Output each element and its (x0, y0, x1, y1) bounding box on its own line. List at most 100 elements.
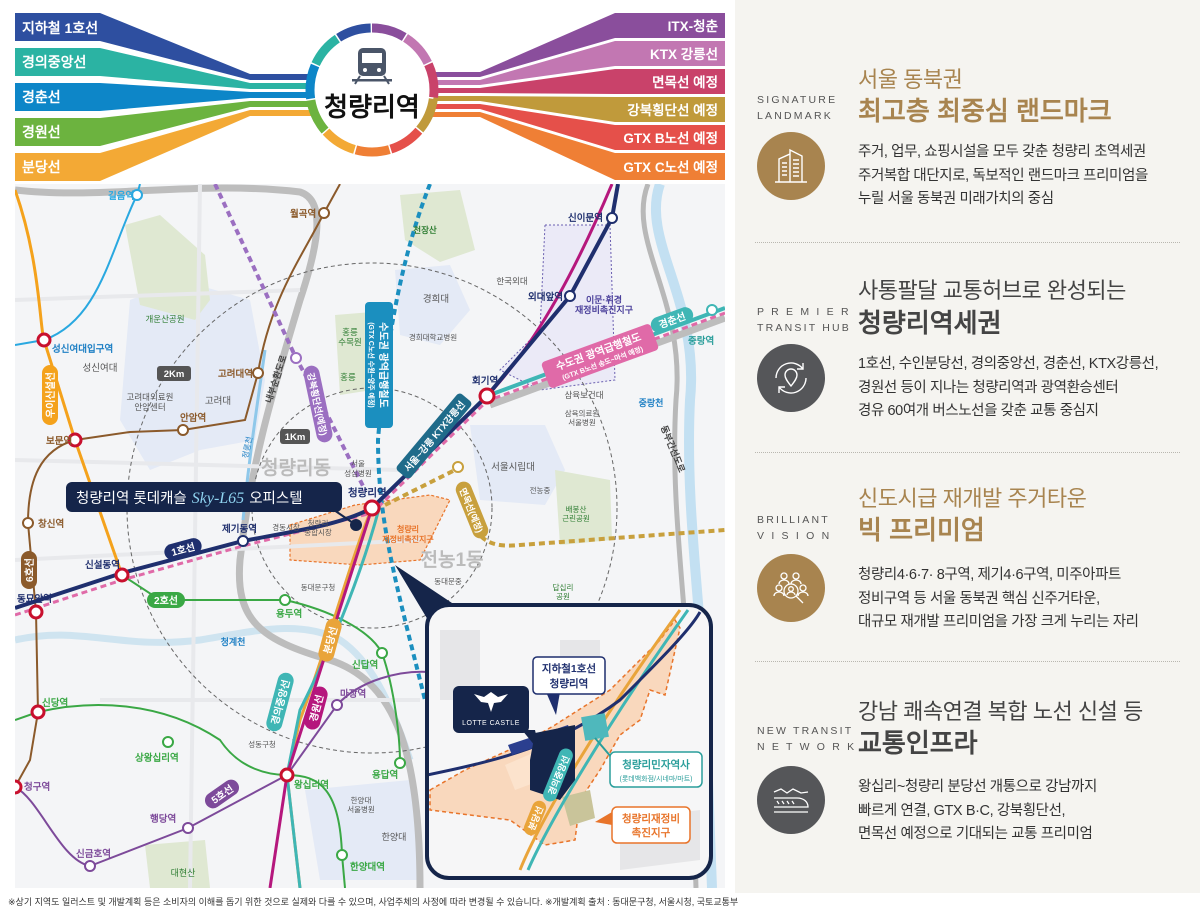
station-myeonmok[interactable] (452, 461, 464, 473)
eagle-icon (474, 692, 508, 712)
station-hufs[interactable] (564, 290, 576, 302)
ribbon-bundang (15, 110, 318, 181)
inset-redev-2: 촉진지구 (632, 826, 671, 839)
place-baebongsan-2: 근린공원 (562, 513, 590, 523)
station-cheongnyangni[interactable] (363, 499, 381, 517)
station-sindang[interactable] (30, 704, 46, 720)
place-cnr-redev-2: 재정비촉진지구 (382, 534, 434, 544)
feature-body-line: 빠르게 연결, GTX B·C, 강북횡단선, (858, 802, 1066, 819)
station-korea-univ[interactable] (252, 367, 264, 379)
feature-body-line: 1호선, 수인분당선, 경의중앙선, 경춘선, KTX강릉선, (858, 356, 1159, 372)
label-majang: 마장역 (340, 688, 366, 700)
line-bundang (285, 507, 374, 888)
label-gireum: 길음역 (108, 190, 134, 202)
divider (755, 242, 1180, 243)
place-seongsim-1: 서울 (351, 459, 365, 468)
station-sinseoldong[interactable] (114, 567, 130, 583)
label-sangwangsimni: 상왕십리역 (135, 752, 179, 764)
ribbon-gyeongui (15, 48, 318, 89)
place-jeonnong-ms: 전농중 (530, 485, 551, 495)
station-jungnang[interactable] (706, 304, 718, 316)
station-sindap[interactable] (376, 647, 388, 659)
disclaimer-footer: ※상기 지역도 일러스트 및 개발계획 등은 소비자의 이해를 돕기 위한 것으… (8, 897, 739, 907)
label-anam: 안암역 (180, 412, 206, 424)
label-sinimun: 신이문역 (568, 212, 603, 224)
ribbon-myeonmok (428, 69, 725, 94)
station-jegidong[interactable] (237, 535, 249, 547)
place-cnr-market-1: 청량리 (308, 519, 329, 528)
map-label-gtx-c: 수도권 광역급행철도 (377, 322, 390, 408)
place-gyeongdong: 경동시장 (272, 522, 300, 532)
station-wolgok[interactable] (318, 207, 330, 219)
buildings-icon (757, 132, 825, 200)
station-sangwangsimni[interactable] (162, 736, 174, 748)
label-korea-univ: 고려대역 (218, 368, 253, 380)
place-khu-hospital: 경희대학교병원 (409, 332, 457, 342)
place-seongsim-2: 성심병원 (344, 468, 372, 478)
feature-title-1: 서울 동북권 (858, 67, 963, 92)
label-haengdang: 행당역 (150, 813, 176, 825)
line-label-gyeongwon: 경원선 (22, 124, 61, 140)
line-label-itx: ITX-청춘 (668, 19, 719, 34)
station-anam[interactable] (177, 424, 189, 436)
feature-en-1: SIGNATURE (757, 94, 838, 106)
callout-brand: Sky-L65 (192, 490, 244, 507)
ribbon-gtx-c (428, 112, 725, 180)
feature-body-line: 경유 60여개 버스노선을 갖춘 교통 중심지 (858, 403, 1099, 419)
place-jungnangcheon: 중랑천 (639, 397, 664, 408)
station-yongdu[interactable] (279, 594, 291, 606)
feature-body-line: 면목선 예정으로 기대되는 교통 프리미엄 (858, 826, 1093, 842)
hub-ring (305, 23, 439, 157)
place-uos: 서울시립대 (491, 461, 535, 473)
label-hanyang: 한양대역 (350, 861, 385, 873)
place-imun-2: 재정비촉진지구 (575, 304, 633, 315)
train-icon (352, 48, 392, 85)
minja-station-block (581, 713, 609, 741)
people-search-icon (757, 554, 825, 622)
station-singeumho[interactable] (84, 860, 96, 872)
station-changsin[interactable] (22, 517, 34, 529)
inset-line1-label-1: 지하철1호선 (542, 662, 596, 675)
place-ku-hospital-1: 고려대의료원 (127, 392, 174, 402)
station-majang[interactable] (331, 699, 343, 711)
feature-body-line: 정비구역 등 서울 동북권 핵심 신주거타운, (858, 590, 1100, 607)
station-wangsimni[interactable] (279, 767, 295, 783)
station-dongmyo[interactable] (28, 604, 44, 620)
ribbon-gyeongchun (15, 83, 318, 111)
hub-title: 청량리역 (324, 92, 420, 122)
ribbon-gtx-b (428, 104, 725, 150)
station-cheonggu[interactable] (9, 779, 23, 795)
station-gangbuk[interactable] (290, 352, 302, 364)
label-jungnang: 중랑역 (688, 335, 714, 347)
place-jeongneungcheon: 정릉천 (240, 436, 254, 460)
station-gireum[interactable] (131, 189, 143, 201)
station-hanyang[interactable] (336, 849, 348, 861)
label-cheongnyangni: 청량리역 (348, 486, 387, 499)
transfer-stations (9, 332, 496, 795)
divider (755, 661, 1180, 662)
callout-suffix: 오피스텔 (249, 490, 302, 507)
feature-body-line: 왕십리~청량리 분당선 개통으로 강남까지 (858, 779, 1097, 795)
place-korea-u: 고려대 (205, 395, 231, 407)
station-yongdap[interactable] (394, 757, 406, 769)
label-sungshin: 성신여대입구역 (52, 343, 113, 355)
feature-body-line: 누릴 서울 동북권 미래가치의 중심 (858, 191, 1054, 207)
label-hufs: 외대앞역 (528, 291, 563, 303)
line-label-gyeongchun: 경춘선 (22, 89, 61, 105)
feature-en-2: LANDMARK (757, 110, 833, 122)
feature-title-1: 사통팔달 교통허브로 완성되는 (858, 278, 1126, 303)
station-sinimun[interactable] (606, 212, 618, 224)
line-gangbuk (213, 184, 367, 491)
station-hoegi[interactable] (478, 387, 496, 405)
hub-circle: 청량리역 (305, 23, 439, 157)
distance-1km: 1Km (285, 432, 306, 443)
ribbon-gangbuk (428, 96, 725, 122)
transit-hub-icon (757, 344, 825, 412)
line-ribbons-right: ITX-청춘 KTX 강릉선 면목선 예정 강북횡단선 예정 GTX B노선 예… (428, 13, 725, 180)
feature-title-2: 청량리역세권 (858, 308, 1002, 338)
feature-body: 청량리4·6·7· 8구역, 제기4·6구역, 미주아파트 정비구역 등 서울 … (858, 564, 1139, 635)
station-haengdang[interactable] (182, 822, 194, 834)
station-bomun[interactable] (67, 432, 83, 448)
station-sungshin[interactable] (36, 332, 52, 348)
